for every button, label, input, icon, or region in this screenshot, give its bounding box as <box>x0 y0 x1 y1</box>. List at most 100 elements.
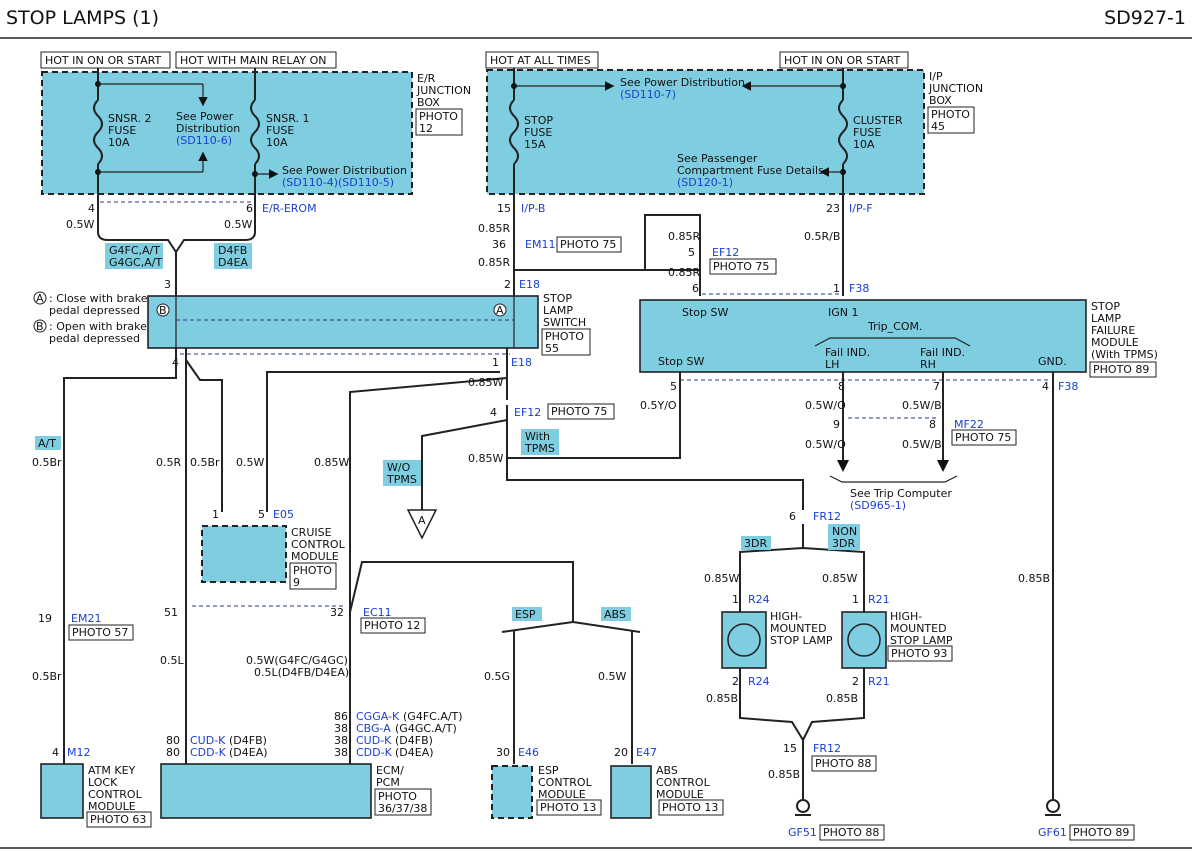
cruise-photo: PHOTO <box>293 564 332 577</box>
switch-photo-no: 55 <box>545 342 559 355</box>
wire-label: 0.85R <box>668 230 700 243</box>
conn-pin: 5 <box>258 508 265 521</box>
conn-pin: 4 <box>88 202 95 215</box>
note-a-circle <box>33 291 47 305</box>
em21-photo-box <box>68 624 134 641</box>
snsr1-fuse-l2: FUSE <box>266 124 294 137</box>
er-junction-box <box>41 71 413 195</box>
ip-see-pd: See Power Distribution <box>620 76 745 89</box>
conn-er-erom: E/R-EROM <box>262 202 317 215</box>
switch-l2: LAMP <box>543 304 573 317</box>
wire-label: 0.5R <box>156 456 181 469</box>
trip-bracket <box>829 475 958 483</box>
flm-stop-sw2: Stop SW <box>658 355 704 368</box>
ecm-photo-no: 36/37/38 <box>378 802 427 815</box>
hot-on-start-2-label: HOT IN ON OR START <box>784 54 901 67</box>
snsr2-fuse-l1: SNSR. 2 <box>108 112 151 125</box>
snsr1-fuse-symbol <box>250 99 260 165</box>
conn-m12: M12 <box>67 746 91 759</box>
er-box-l3: BOX <box>417 96 440 109</box>
flm-l4: MODULE <box>1091 336 1139 349</box>
flm-lh: LH <box>825 358 839 371</box>
stop-lamp-failure-module <box>639 299 1087 373</box>
flm-rh: RH <box>920 358 936 371</box>
cruise-l1: CRUISE <box>291 526 332 539</box>
tag-non3: 3DR <box>832 537 855 550</box>
ip-box-photo: PHOTO <box>931 108 970 121</box>
wire-label: 0.85B <box>706 692 738 705</box>
wire-at <box>63 348 177 612</box>
tag-box <box>35 436 61 450</box>
ip-see-pd-ref: (SD110-7) <box>620 88 676 101</box>
tag-box <box>214 243 252 269</box>
note-a-text: : Close with brake <box>49 292 148 305</box>
snsr2-fuse-symbol <box>93 99 103 165</box>
stop-lamp-switch <box>147 295 539 349</box>
wire-label: 0.85W <box>822 572 857 585</box>
ip-box-l1: I/P <box>929 70 943 83</box>
conn-pin: 20 <box>614 746 628 759</box>
wire-wo-tpms <box>421 419 508 510</box>
tag-box <box>105 243 163 269</box>
bulb-icon <box>847 623 881 657</box>
conn-pin: 3 <box>164 278 171 291</box>
wire-label: 0.85R <box>478 256 510 269</box>
wire-cruise-5 <box>266 371 500 512</box>
er-box-photo: PHOTO <box>419 110 458 123</box>
stop-fuse-symbol <box>509 99 519 165</box>
cluster-fuse-l1: CLUSTER <box>853 114 903 127</box>
conn-pin: 6 <box>789 510 796 523</box>
wire-label: 0.5L(D4FB/D4EA) <box>254 666 349 679</box>
tag-d4ea: D4EA <box>218 256 248 269</box>
conn-pin: 36 <box>492 238 506 251</box>
conn-pin: 4 <box>490 406 497 419</box>
conn-ip-f: I/P-F <box>849 202 873 215</box>
wire-label: 0.5Br <box>32 456 62 469</box>
wire-label: 0.5W/O <box>805 438 846 451</box>
wire-hmsl-ground <box>739 668 865 800</box>
cruise-control-module <box>201 525 287 583</box>
tag-box <box>383 460 421 486</box>
conn-cudk: CUD-K <box>190 734 226 747</box>
conn-e18: E18 <box>519 278 540 291</box>
cruise-photo-box <box>289 562 337 590</box>
ecm-l2: PCM <box>376 776 400 789</box>
conn-pin: 2 <box>732 675 739 688</box>
conn-cudk-sub: (D4FB) <box>229 734 267 747</box>
tag-box <box>828 524 860 550</box>
conn-e18b: E18 <box>511 356 532 369</box>
switch-a-letter: A <box>496 304 504 317</box>
ground-gf61: GF61 <box>1038 826 1067 839</box>
er-see-pd-ref: (SD110-6) <box>176 134 232 147</box>
conn-pin: 38 <box>334 722 348 735</box>
stop-fuse-l1: STOP <box>524 114 553 127</box>
gf61-photo: PHOTO 89 <box>1073 826 1129 839</box>
conn-cddk-sub: (D4EA) <box>229 746 268 759</box>
er-see-pd2: See Power Distribution <box>282 164 407 177</box>
tag-with: With <box>525 430 550 443</box>
conn-pin: 9 <box>833 418 840 431</box>
conn-pin: 1 <box>492 356 499 369</box>
wire-label: 0.5W <box>236 456 264 469</box>
wire-label: 0.5W/B <box>902 438 942 451</box>
conn-cddk: CDD-K <box>190 746 227 759</box>
conn-e47: E47 <box>636 746 657 759</box>
er-box-l1: E/R <box>417 72 436 85</box>
em11-photo-box <box>556 236 622 253</box>
wire-label: 0.5W/O <box>805 399 846 412</box>
conn-ip-b: I/P-B <box>521 202 545 215</box>
conn-em11: EM11 <box>525 238 555 251</box>
wire-label: 0.5R/B <box>804 230 840 243</box>
hmsl2-photo-box <box>887 645 953 662</box>
arrow-down <box>837 460 849 472</box>
stop-fuse-l2: FUSE <box>524 126 552 139</box>
ip-see-pcf-ref: (SD120-1) <box>677 176 733 189</box>
page-code: SD927-1 <box>1104 7 1186 29</box>
hot-all-times-label: HOT AT ALL TIMES <box>490 54 591 67</box>
conn-pin: 38 <box>334 746 348 759</box>
tag-abs: ABS <box>604 608 626 621</box>
hmsl2-l2: MOUNTED <box>890 622 947 635</box>
tag-esp: ESP <box>515 608 536 621</box>
er-see-pd2-ref: (SD110-4)(SD110-5) <box>282 176 394 189</box>
flm-gnd: GND. <box>1038 355 1067 368</box>
